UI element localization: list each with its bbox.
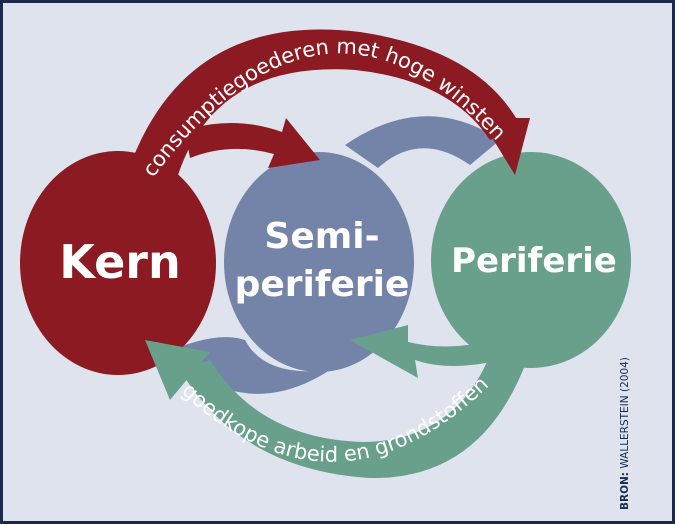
flow-top-band: [125, 29, 520, 185]
node-periferie-label: Periferie: [451, 241, 617, 281]
node-semi-label-line2: periferie: [235, 264, 410, 305]
source-text: WALLERSTEIN (2004): [619, 357, 631, 472]
semi-connector-top: [345, 116, 500, 168]
flow-bottom-branch: [350, 325, 500, 378]
flow-top: [125, 29, 530, 185]
flow-bottom-band: [180, 355, 525, 479]
node-kern-label: Kern: [59, 235, 180, 289]
flow-top-arrow-right: [480, 118, 530, 175]
source-credit: BRON: WALLERSTEIN (2004): [619, 357, 631, 510]
flow-bottom: [145, 325, 525, 479]
node-semi-periferie: [224, 152, 414, 372]
flow-top-branch: [185, 118, 320, 168]
node-semi-label-line1: Semi-: [264, 216, 379, 257]
node-kern: [20, 151, 216, 375]
source-prefix: BRON:: [619, 472, 631, 510]
node-periferie: [431, 152, 631, 368]
flow-bottom-arrow-left: [145, 340, 210, 400]
